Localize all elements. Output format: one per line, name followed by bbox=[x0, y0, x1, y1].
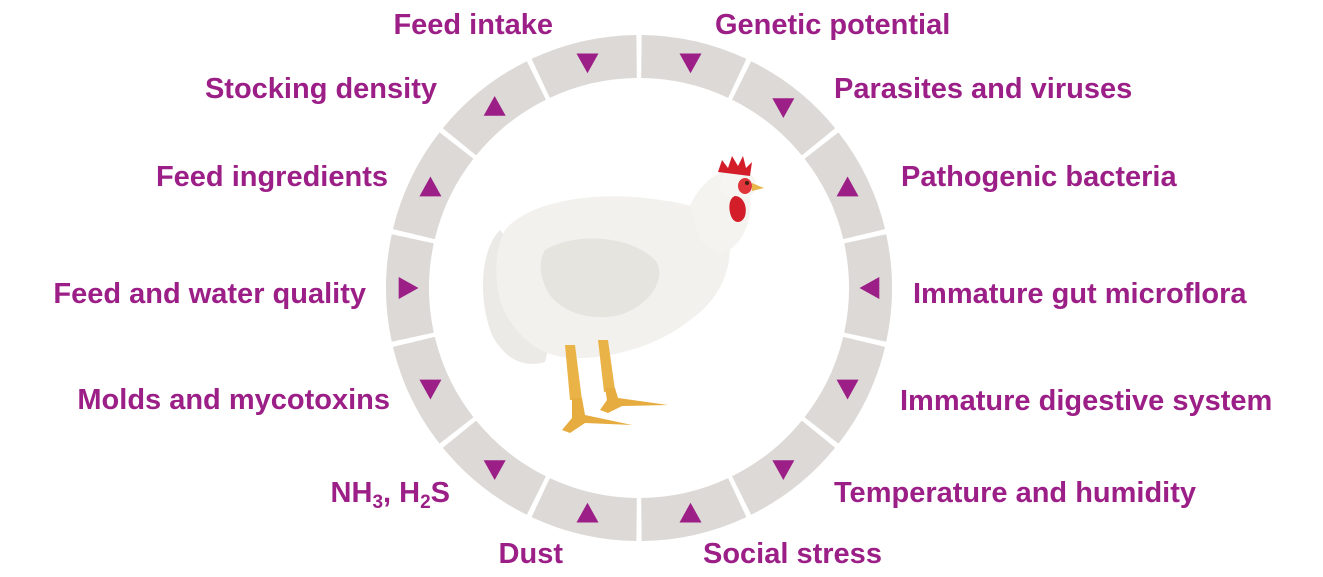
nh3-h2s-part-1: NH bbox=[331, 477, 373, 509]
h2s-subscript: 2 bbox=[420, 492, 431, 513]
chicken-illustration bbox=[483, 156, 764, 433]
label-temperature-humidity: Temperature and humidity bbox=[834, 476, 1196, 510]
chicken-face bbox=[738, 178, 752, 194]
label-immature-gut: Immature gut microflora bbox=[913, 277, 1247, 311]
nh3-h2s-part-3: S bbox=[431, 477, 450, 509]
label-molds-mycotoxins: Molds and mycotoxins bbox=[77, 383, 390, 417]
label-parasites-viruses: Parasites and viruses bbox=[834, 72, 1132, 106]
label-dust: Dust bbox=[499, 537, 563, 571]
label-nh3-h2s: NH3, H2S bbox=[331, 476, 450, 514]
label-immature-digestive: Immature digestive system bbox=[900, 384, 1272, 418]
label-feed-ingredients: Feed ingredients bbox=[156, 160, 388, 194]
nh3-h2s-part-2: , H bbox=[383, 477, 420, 509]
label-feed-intake: Feed intake bbox=[393, 8, 553, 42]
label-genetic-potential: Genetic potential bbox=[715, 8, 950, 42]
label-social-stress: Social stress bbox=[703, 537, 882, 571]
nh3-subscript: 3 bbox=[372, 492, 383, 513]
label-stocking-density: Stocking density bbox=[205, 72, 437, 106]
chicken-beak bbox=[752, 183, 764, 191]
chicken-eye bbox=[745, 181, 749, 185]
label-pathogenic-bacteria: Pathogenic bacteria bbox=[901, 160, 1177, 194]
chicken-foot-right bbox=[600, 388, 668, 413]
label-feed-water: Feed and water quality bbox=[53, 277, 366, 311]
